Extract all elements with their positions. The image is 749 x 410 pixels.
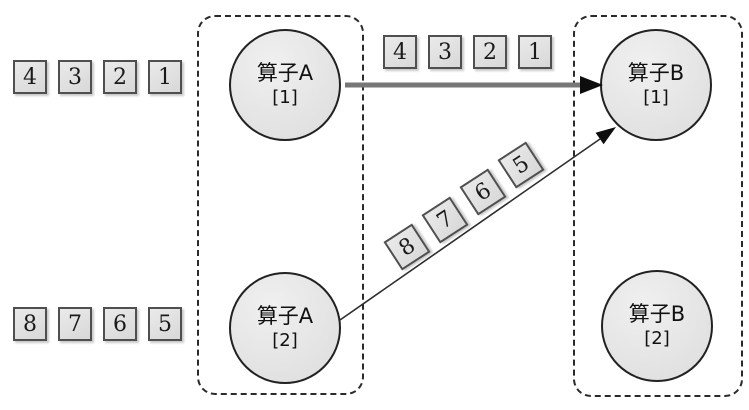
node-operator-a-1: 算子A [1] [229, 29, 341, 141]
record-box: 2 [473, 35, 507, 69]
node-b2-instance: [2] [644, 328, 670, 349]
record-box: 5 [148, 307, 182, 341]
record-box: 8 [13, 307, 47, 341]
node-a2-instance: [2] [272, 330, 298, 351]
record-box: 7 [58, 307, 92, 341]
node-a1-label: 算子A [256, 61, 314, 85]
node-a1-instance: [1] [272, 87, 298, 108]
node-b1-label: 算子B [627, 61, 685, 85]
record-box: 4 [13, 60, 47, 94]
record-box: 7 [421, 196, 469, 244]
record-box: 1 [148, 60, 182, 94]
record-box: 8 [383, 223, 431, 271]
record-box: 5 [497, 141, 545, 189]
node-operator-b-1: 算子B [1] [600, 29, 712, 141]
record-box: 2 [103, 60, 137, 94]
node-b1-instance: [1] [643, 87, 669, 108]
record-box: 6 [103, 307, 137, 341]
node-a2-label: 算子A [256, 304, 314, 328]
node-b2-label: 算子B [628, 302, 686, 326]
record-box: 3 [428, 35, 462, 69]
record-box: 3 [58, 60, 92, 94]
record-box: 1 [518, 35, 552, 69]
node-operator-a-2: 算子A [2] [229, 272, 341, 384]
edge-a1-to-b1-arrow [345, 76, 603, 94]
record-box: 6 [459, 168, 507, 216]
record-box: 4 [383, 35, 417, 69]
node-operator-b-2: 算子B [2] [601, 270, 713, 382]
